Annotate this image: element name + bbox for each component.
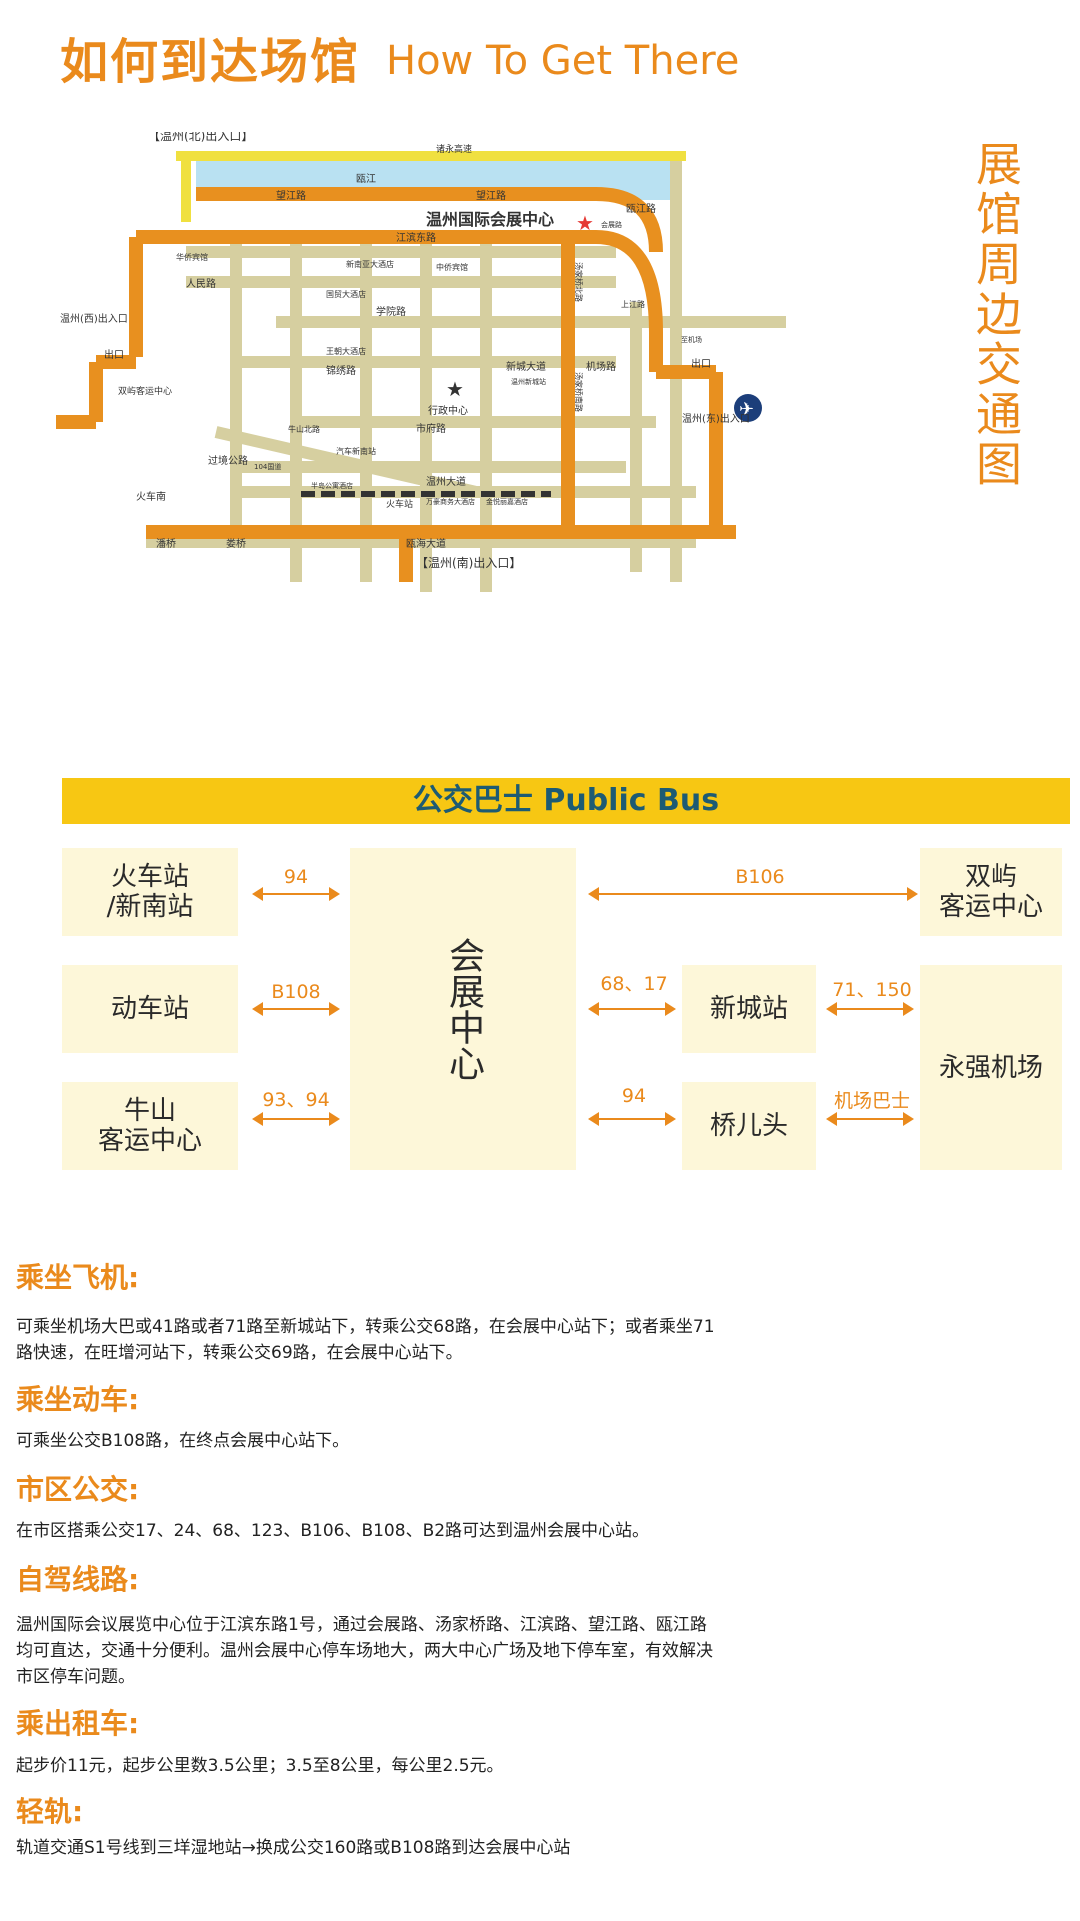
- venue-label: 温州国际会展中心: [425, 210, 554, 229]
- arrow-niushan: [252, 1112, 340, 1126]
- louqiao-label: 娄桥: [226, 537, 246, 550]
- shifu-road-label: 市府路: [416, 422, 446, 435]
- shuangyu-bus-center-box: 双屿 客运中心: [920, 848, 1062, 936]
- text-light-rail: 轨道交通S1号线到三垟湿地站→换成公交160路或B108路到达会展中心站: [16, 1838, 571, 1858]
- arrow-qiaoertou-airport: [826, 1112, 914, 1126]
- renmin-road-label: 人民路: [186, 277, 216, 290]
- airport-route-label: 至机场: [681, 335, 702, 344]
- text-bullet-train: 可乘坐公交B108路，在终点会展中心站下。: [16, 1431, 350, 1451]
- north-exit-label: 【温州(北)出入口】: [148, 132, 253, 143]
- route-94-left: 94: [283, 866, 309, 888]
- xincheng-avenue-label: 新城大道: [506, 360, 546, 373]
- west-exit-out-label: 出口: [104, 348, 124, 361]
- niushan-road-label: 牛山北路: [288, 424, 320, 434]
- arrow-xincheng-airport: [826, 1002, 914, 1016]
- train-station-box: 火车站 /新南站: [62, 848, 238, 936]
- public-bus-band: 公交巴士 Public Bus: [62, 778, 1070, 824]
- qiche-station-label: 汽车新南站: [336, 446, 376, 456]
- jinxiu-road-label: 锦绣路: [326, 364, 356, 377]
- route-68-17: 68、17: [600, 973, 668, 995]
- hotel-a-label: 国贸大酒店: [326, 289, 366, 299]
- text-city-bus: 在市区搭乘公交17、24、68、123、B106、B108、B2路可达到温州会展…: [16, 1521, 650, 1541]
- yongqiang-airport-box: 永强机场: [920, 965, 1062, 1170]
- hotel-b-label: 半岛公寓酒店: [311, 481, 353, 490]
- airport-icon: [734, 394, 762, 422]
- huiyan-road-label: 会展路: [601, 220, 622, 229]
- train-station-label: 火车站: [386, 498, 413, 510]
- guoguo-road-label: 过境公路: [208, 454, 248, 467]
- xincheng-station-box: 新城站: [682, 965, 816, 1053]
- station-a-label: 温州新城站: [511, 377, 546, 386]
- text-plane: 可乘坐机场大巴或41路或者71路至新城站下，转乘公交68路，在会展中心站下；或者…: [16, 1317, 715, 1363]
- airport-plane-icon: ✈: [739, 399, 754, 420]
- admin-center-label: 行政中心: [428, 404, 468, 417]
- wenzhou-avenue-label: 温州大道: [426, 475, 466, 488]
- road-104-label: 104国道: [254, 462, 281, 471]
- route-94-mid: 94: [621, 1085, 647, 1107]
- main-roads: [56, 187, 736, 582]
- route-airport-bus: 机场巴士: [833, 1090, 910, 1112]
- route-b106: B106: [735, 866, 785, 888]
- route-93-94: 93、94: [262, 1089, 330, 1111]
- heading-driving: 自驾线路:: [16, 1563, 140, 1596]
- oujiang-road-label: 瓯江路: [626, 202, 656, 215]
- heading-bullet-train: 乘坐动车:: [16, 1383, 140, 1416]
- arrow-bullet: [252, 1002, 340, 1016]
- arrow-shuangyu: [588, 887, 918, 901]
- arrow-qiaoertou: [588, 1112, 676, 1126]
- traffic-map-svg: ★ ★ ✈ 【温州(北)出入口】 诸永高速 瓯江 望江路 望江路 瓯江路 温州国…: [56, 129, 786, 592]
- expressway-label: 诸永高速: [436, 143, 472, 155]
- east-exit-label: 温州(东)出入口: [682, 412, 750, 425]
- wanhao-hotel-label: 万豪商务大酒店: [426, 497, 475, 506]
- shangjiang-road-label: 上江路: [621, 299, 645, 309]
- tangjiaqiao-south-label: 汤家桥南路: [574, 372, 584, 412]
- admin-star-icon: ★: [446, 377, 464, 401]
- route-71-150: 71、150: [832, 979, 912, 1001]
- venue-star-icon: ★: [576, 211, 594, 235]
- page-title-en: How To Get There: [386, 38, 740, 84]
- tangjiaqiao-north-label: 汤家桥北路: [574, 262, 584, 302]
- text-driving: 温州国际会议展览中心位于江滨东路1号，通过会展路、汤家桥路、江滨路、望江路、瓯江…: [16, 1615, 713, 1687]
- east-exit-out-label: 出口: [691, 357, 711, 370]
- arrow-train: [252, 887, 340, 901]
- convention-center-box: 会展中心: [350, 848, 576, 1170]
- jinyue-hotel-label: 金悦丽嘉酒店: [486, 497, 528, 506]
- page-title: 如何到达场馆: [60, 34, 361, 90]
- zhongqiao-label: 中侨宾馆: [436, 262, 468, 272]
- shuangyu-label: 双屿客运中心: [118, 385, 172, 397]
- wangri-hotel-label: 王朝大酒店: [326, 346, 366, 356]
- route-b108: B108: [271, 981, 321, 1003]
- wangjiang-road2-label: 望江路: [476, 189, 506, 202]
- xueyuan-road-label: 学院路: [376, 305, 406, 318]
- heading-city-bus: 市区公交:: [16, 1473, 140, 1506]
- train-south-label: 火车南: [136, 490, 166, 503]
- ou-river-label: 瓯江: [356, 173, 376, 185]
- jiangbin-east-label: 江滨东路: [396, 231, 436, 244]
- heading-plane: 乘坐飞机:: [16, 1261, 140, 1294]
- oulu-avenue-label: 瓯海大道: [406, 537, 446, 550]
- qiaoertou-box: 桥儿头: [682, 1082, 816, 1170]
- xinnanya-label: 新南亚大酒店: [346, 259, 394, 269]
- west-exit-label: 温州(西)出入口: [60, 312, 128, 325]
- heading-taxi: 乘出租车:: [16, 1707, 140, 1740]
- bullet-train-station-box: 动车站: [62, 965, 238, 1053]
- jichang-road-label: 机场路: [586, 360, 616, 373]
- panqiao-label: 潘桥: [156, 538, 176, 550]
- south-exit-label: 【温州(南)出入口】: [416, 555, 521, 570]
- heading-light-rail: 轻轨:: [16, 1795, 84, 1828]
- arrow-xincheng: [588, 1002, 676, 1016]
- traffic-map: ★ ★ ✈ 【温州(北)出入口】 诸永高速 瓯江 望江路 望江路 瓯江路 温州国…: [56, 129, 936, 722]
- wangjiang-road-label: 望江路: [276, 189, 306, 202]
- side-title: 展馆周边交通图: [969, 140, 1023, 490]
- huihua-hotel-label: 华侨宾馆: [176, 252, 208, 262]
- niushan-bus-center-box: 牛山 客运中心: [62, 1082, 238, 1170]
- text-taxi: 起步价11元，起步公里数3.5公里；3.5至8公里，每公里2.5元。: [16, 1756, 504, 1776]
